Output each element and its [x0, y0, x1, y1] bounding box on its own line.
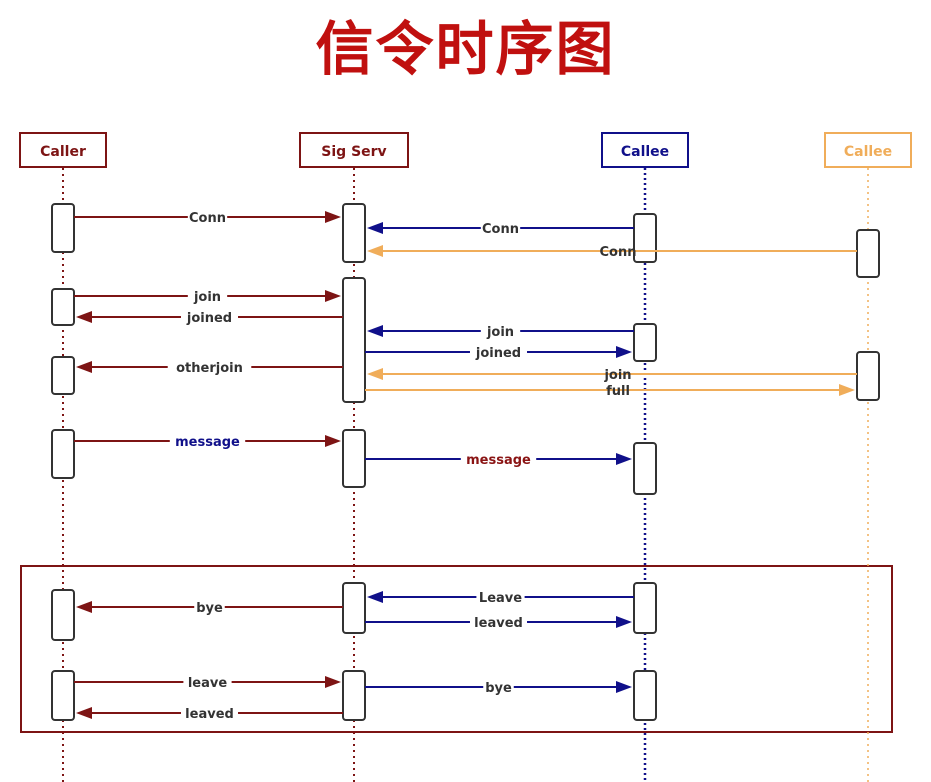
message-label: join	[193, 290, 221, 305]
label-background	[167, 359, 252, 373]
activation-bar-callee	[633, 323, 657, 362]
activation-bar-caller	[51, 203, 75, 253]
message-label: joined	[186, 311, 232, 326]
activation-bar-caller	[51, 670, 75, 721]
message-label: join	[486, 325, 514, 340]
participant-box-callee	[601, 132, 689, 168]
arrowhead-icon	[325, 211, 341, 223]
message-label: message	[175, 435, 240, 450]
arrowhead-icon	[616, 346, 632, 358]
message-label: bye	[485, 681, 512, 696]
arrowhead-icon	[325, 435, 341, 447]
label-background	[183, 674, 232, 688]
message-label: Conn	[600, 245, 637, 260]
activation-bar-callee	[633, 442, 657, 495]
activation-bar-callee2	[856, 229, 880, 278]
message-label: otherjoin	[176, 361, 243, 376]
arrowhead-icon	[616, 681, 632, 693]
activation-bar-sigserv	[342, 670, 366, 721]
label-background	[187, 288, 228, 302]
message-arrow: Conn	[74, 209, 341, 226]
message-label: leaved	[474, 616, 523, 631]
participant-label-callee: Callee	[621, 144, 669, 160]
label-background	[180, 705, 239, 719]
message-label: join	[603, 368, 631, 383]
arrowhead-icon	[367, 591, 383, 603]
message-arrow: Leave	[367, 589, 634, 606]
message-label: leaved	[185, 707, 234, 722]
message-label: leave	[188, 676, 228, 691]
activation-bar-caller	[51, 356, 75, 395]
activation-bar-callee	[633, 582, 657, 634]
activation-bar-caller	[51, 288, 75, 326]
activation-bar-callee2	[856, 351, 880, 401]
activation-bar-sigserv	[342, 582, 366, 634]
activation-bar-sigserv	[342, 429, 366, 488]
message-arrow: message	[365, 451, 632, 468]
message-label: Conn	[189, 211, 226, 226]
message-label: joined	[475, 346, 521, 361]
label-background	[194, 599, 225, 613]
arrowhead-icon	[616, 453, 632, 465]
arrowhead-icon	[76, 361, 92, 373]
participant-label-sigserv: Sig Serv	[321, 144, 386, 160]
message-arrow: message	[74, 433, 341, 450]
arrowhead-icon	[76, 601, 92, 613]
label-background	[469, 614, 528, 628]
message-arrow: Conn	[367, 245, 857, 260]
arrowhead-icon	[616, 616, 632, 628]
message-arrow: join	[367, 323, 634, 340]
activation-bar-sigserv	[342, 277, 366, 403]
message-arrow: Conn	[367, 220, 634, 237]
message-label: Leave	[479, 591, 522, 606]
message-label: Conn	[482, 222, 519, 237]
label-background	[169, 433, 246, 447]
message-arrow: joined	[365, 344, 632, 361]
arrowhead-icon	[839, 384, 855, 396]
arrowhead-icon	[367, 222, 383, 234]
combined-fragment-frame	[20, 565, 893, 733]
label-background	[480, 323, 521, 337]
participant-label-callee2: Callee	[844, 144, 892, 160]
label-background	[180, 309, 239, 323]
message-label: full	[606, 384, 630, 399]
message-arrow: leave	[74, 674, 341, 691]
arrowhead-icon	[325, 676, 341, 688]
message-arrow: bye	[365, 679, 632, 696]
arrowhead-icon	[367, 245, 383, 257]
label-background	[480, 220, 521, 234]
participant-box-sigserv	[299, 132, 409, 168]
label-background	[483, 679, 514, 693]
message-arrow: full	[365, 384, 855, 399]
label-background	[460, 451, 537, 465]
message-arrow: bye	[76, 599, 343, 616]
activation-bar-callee	[633, 213, 657, 263]
arrowhead-icon	[76, 311, 92, 323]
label-background	[469, 344, 528, 358]
arrowhead-icon	[76, 707, 92, 719]
message-arrow: joined	[76, 309, 343, 326]
message-arrow: otherjoin	[76, 359, 343, 376]
activation-bar-caller	[51, 589, 75, 641]
label-background	[476, 589, 525, 603]
activation-bar-caller	[51, 429, 75, 479]
arrowhead-icon	[325, 290, 341, 302]
activation-bar-callee	[633, 670, 657, 721]
message-arrow: leaved	[365, 614, 632, 631]
message-label: message	[466, 453, 531, 468]
message-arrow: leaved	[76, 705, 343, 722]
message-label: bye	[196, 601, 223, 616]
arrowhead-icon	[367, 368, 383, 380]
message-arrow: join	[367, 368, 857, 383]
diagram-title: 信令时序图	[315, 15, 616, 83]
arrowhead-icon	[367, 325, 383, 337]
participant-box-caller	[19, 132, 107, 168]
participant-box-callee2	[824, 132, 912, 168]
participant-label-caller: Caller	[40, 144, 86, 160]
message-arrow: join	[74, 288, 341, 305]
activation-bar-sigserv	[342, 203, 366, 263]
label-background	[187, 209, 228, 223]
